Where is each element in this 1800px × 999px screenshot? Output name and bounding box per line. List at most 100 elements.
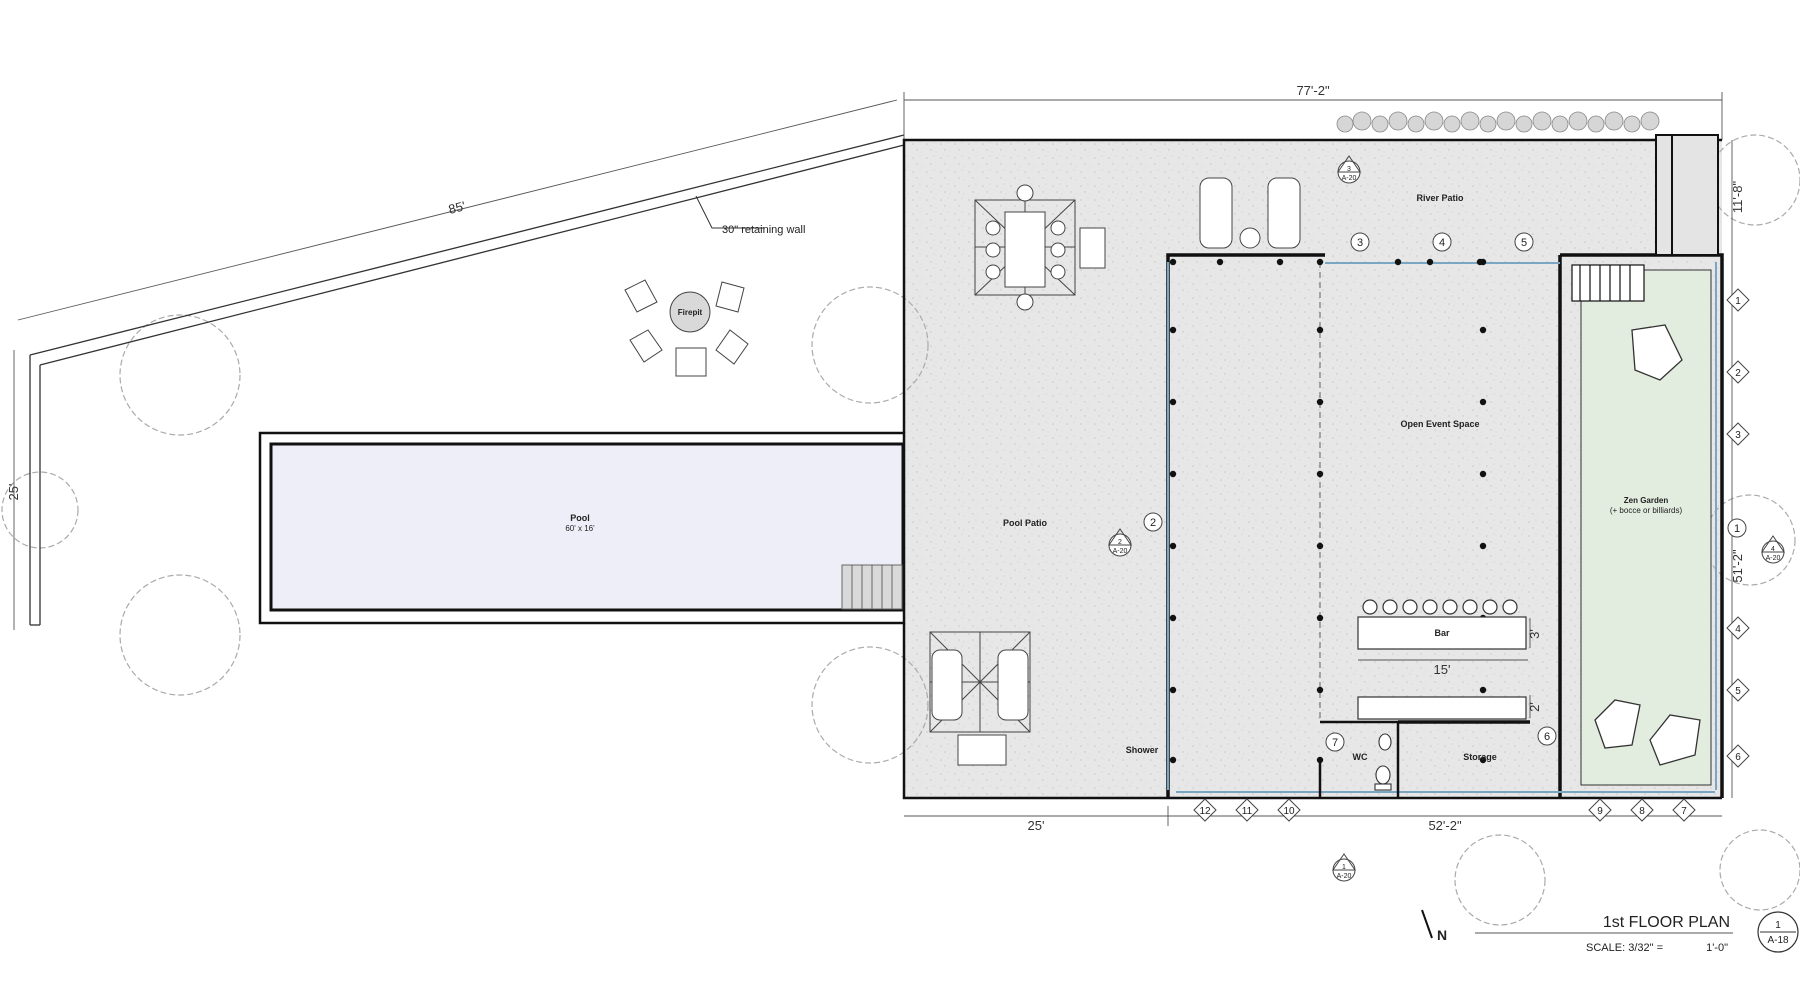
svg-text:3: 3 xyxy=(1357,237,1363,249)
pool-steps xyxy=(841,564,903,610)
svg-text:8: 8 xyxy=(1639,806,1645,817)
svg-text:7: 7 xyxy=(1332,737,1338,749)
svg-text:A-20: A-20 xyxy=(1337,873,1352,880)
dim-top: 77'-2" xyxy=(1296,83,1330,98)
utility-enclosure xyxy=(1655,134,1719,256)
section-marker-top: 3A-20 xyxy=(1337,155,1361,184)
column xyxy=(1316,686,1324,694)
svg-text:5: 5 xyxy=(1735,686,1741,697)
column xyxy=(1169,614,1177,622)
column xyxy=(1316,542,1324,550)
umbrella-table-north xyxy=(974,184,1106,311)
wc-fixtures xyxy=(1374,733,1392,791)
site-boundary xyxy=(902,138,1722,800)
column xyxy=(1169,326,1177,334)
svg-text:6: 6 xyxy=(1544,731,1550,743)
svg-text:6: 6 xyxy=(1735,752,1741,763)
column xyxy=(1316,470,1324,478)
bar-stool xyxy=(1462,599,1478,615)
svg-text:5: 5 xyxy=(1521,237,1527,249)
svg-text:11: 11 xyxy=(1242,806,1253,817)
dimension-lines xyxy=(13,92,1733,826)
svg-text:7: 7 xyxy=(1681,806,1687,817)
grid-tag-right: 1 xyxy=(1726,288,1750,312)
column xyxy=(1316,258,1324,266)
column xyxy=(1316,326,1324,334)
dim-bottom-right: 52'-2" xyxy=(1428,818,1462,833)
door-tag-wc: 7 xyxy=(1325,732,1345,752)
column xyxy=(1476,258,1484,266)
grid-tag-bottom: 8 xyxy=(1630,798,1654,822)
svg-text:2: 2 xyxy=(1150,517,1156,529)
grid-tag-bottom: 9 xyxy=(1588,798,1612,822)
retaining-wall xyxy=(29,134,905,626)
bar-stool xyxy=(1502,599,1518,615)
column xyxy=(1169,686,1177,694)
grid-tag-right: 6 xyxy=(1726,744,1750,768)
column xyxy=(1169,470,1177,478)
zen-garden-label: Zen Garden xyxy=(1624,496,1669,505)
bar-counter xyxy=(1357,616,1527,720)
retaining-wall-leader xyxy=(695,195,764,229)
svg-text:2: 2 xyxy=(1118,539,1122,546)
pool-label: Pool xyxy=(570,513,590,523)
svg-text:10: 10 xyxy=(1283,806,1295,817)
shower-label: Shower xyxy=(1126,745,1159,755)
glazing xyxy=(1167,262,1717,793)
grid-tag-bottom: 12 xyxy=(1193,798,1217,822)
north-label: N xyxy=(1437,927,1447,943)
zen-garden-sub: (+ bocce or billiards) xyxy=(1610,506,1683,515)
column xyxy=(1479,686,1487,694)
grid-tag-right: 2 xyxy=(1726,360,1750,384)
pool-size-label: 60' x 16' xyxy=(565,524,595,533)
bar-stool xyxy=(1382,599,1398,615)
column xyxy=(1276,258,1284,266)
column xyxy=(1169,398,1177,406)
dim-bar-length: 15' xyxy=(1434,662,1451,677)
north-arrow xyxy=(1421,909,1433,939)
svg-text:3: 3 xyxy=(1347,166,1351,173)
svg-text:1: 1 xyxy=(1734,523,1740,535)
door-tag-storage: 6 xyxy=(1537,726,1557,746)
grid-tag-right: 3 xyxy=(1726,422,1750,446)
scale-value: 1'-0" xyxy=(1706,942,1728,954)
svg-text:A-20: A-20 xyxy=(1342,175,1357,182)
storage-label: Storage xyxy=(1463,752,1497,762)
retaining-wall-note: 30" retaining wall xyxy=(722,224,805,236)
pool-patio-label: Pool Patio xyxy=(1003,518,1048,528)
section-marker-left: 2A-20 xyxy=(1108,528,1132,557)
hedge-row xyxy=(1336,111,1660,133)
column xyxy=(1479,470,1487,478)
column xyxy=(1479,542,1487,550)
dim-left: 25' xyxy=(6,484,21,501)
river-patio-label: River Patio xyxy=(1416,193,1464,203)
column xyxy=(1216,258,1224,266)
svg-text:12: 12 xyxy=(1199,806,1211,817)
column xyxy=(1169,756,1177,764)
svg-text:4: 4 xyxy=(1735,624,1741,635)
svg-text:A-20: A-20 xyxy=(1113,548,1128,555)
zen-stones xyxy=(1594,324,1701,766)
bar-stool xyxy=(1362,599,1378,615)
bar-stool xyxy=(1422,599,1438,615)
grid-tag-bottom: 11 xyxy=(1235,798,1259,822)
column xyxy=(1169,258,1177,266)
svg-text:4: 4 xyxy=(1771,546,1775,553)
trees xyxy=(1,134,1800,926)
pool-basin xyxy=(269,442,905,612)
svg-text:1: 1 xyxy=(1342,864,1346,871)
svg-text:2: 2 xyxy=(1735,368,1741,379)
dim-counter-width: 2' xyxy=(1527,702,1542,712)
bar-label: Bar xyxy=(1434,628,1450,638)
grid-tag-right: 4 xyxy=(1726,616,1750,640)
grid-bubble-top: 4 xyxy=(1432,232,1452,252)
svg-text:4: 4 xyxy=(1439,237,1445,249)
zen-stairs xyxy=(1571,264,1645,302)
bar-stools xyxy=(1362,599,1518,615)
column xyxy=(1479,756,1487,764)
sheet-number: 1 xyxy=(1775,920,1781,931)
section-marker-right: 4A-20 xyxy=(1761,535,1785,564)
svg-text:3: 3 xyxy=(1735,430,1741,441)
